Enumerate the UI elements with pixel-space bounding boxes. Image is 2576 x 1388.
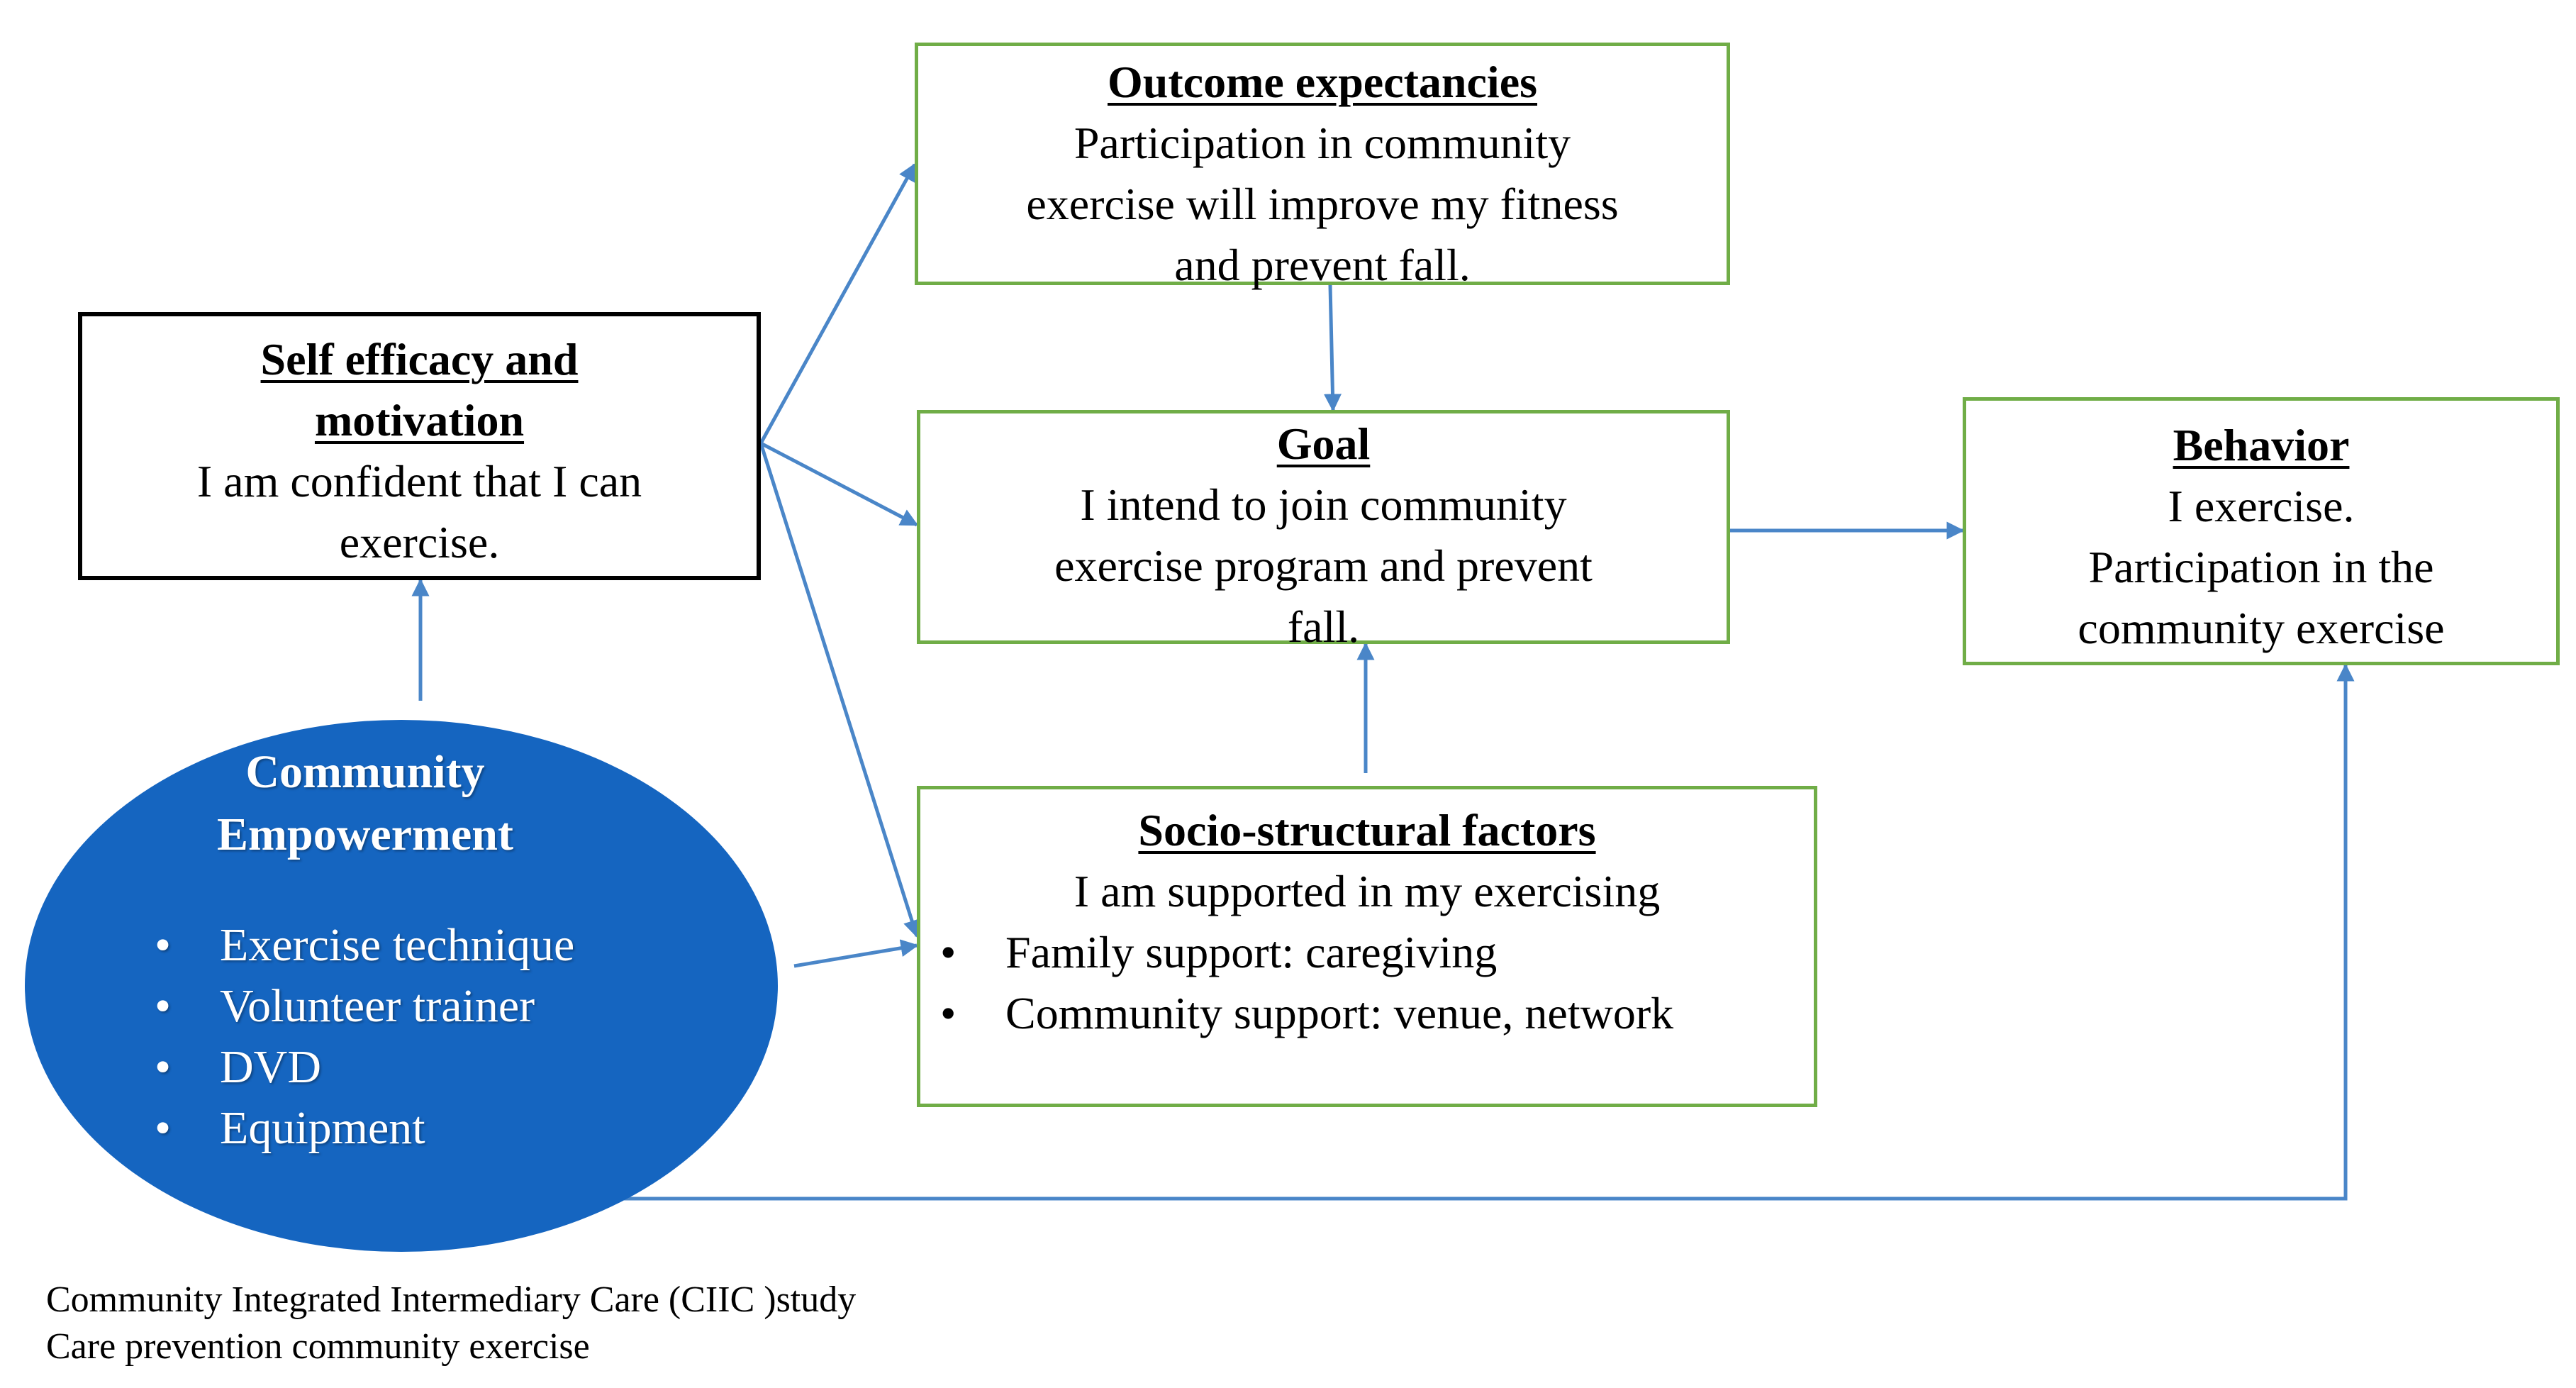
- figure-caption: Community Integrated Intermediary Care (…: [46, 1277, 856, 1370]
- list-item: • Volunteer trainer: [25, 976, 574, 1037]
- bullet-icon: •: [940, 988, 957, 1038]
- arrow-outcome-to-goal: [1323, 284, 1342, 412]
- self-efficacy-box: Self efficacy and motivation I am confid…: [78, 312, 761, 580]
- bullet-icon: •: [155, 1102, 172, 1154]
- socio-structural-heading: Socio-structural factors: [1138, 805, 1596, 855]
- empowerment-item-label: Exercise technique: [220, 919, 575, 971]
- caption-line: Community Integrated Intermediary Care (…: [46, 1279, 857, 1320]
- socio-structural-box: Socio-structural factors I am supported …: [917, 786, 1817, 1107]
- goal-line: fall.: [1287, 601, 1360, 652]
- list-item: • DVD: [25, 1037, 574, 1098]
- goal-line: I intend to join community: [1080, 479, 1567, 530]
- behavior-line: I exercise.: [2168, 481, 2355, 531]
- self-efficacy-line: exercise.: [339, 517, 500, 567]
- socio-structural-list: • Family support: caregiving • Community…: [920, 922, 1814, 1044]
- empowerment-item-label: Equipment: [220, 1102, 425, 1154]
- outcome-expectancies-heading: Outcome expectancies: [1107, 57, 1538, 107]
- goal-box: Goal I intend to join community exercise…: [917, 410, 1730, 652]
- community-empowerment-title-line: Community: [245, 746, 485, 798]
- community-empowerment-title: Community Empowerment: [25, 741, 706, 866]
- outcome-expectancies-line: Participation in community: [1074, 118, 1571, 168]
- community-empowerment-list: • Exercise technique • Volunteer trainer…: [25, 915, 574, 1159]
- caption-line: Care prevention community exercise: [46, 1326, 590, 1367]
- behavior-line: community exercise: [2078, 603, 2445, 653]
- goal-line: exercise program and prevent: [1054, 540, 1593, 591]
- outcome-expectancies-line: exercise will improve my fitness: [1026, 179, 1619, 229]
- list-item: • Equipment: [25, 1098, 574, 1159]
- outcome-expectancies-box: Outcome expectancies Participation in co…: [915, 43, 1730, 290]
- behavior-heading: Behavior: [2173, 420, 2350, 470]
- community-empowerment-title-line: Empowerment: [217, 809, 513, 860]
- empowerment-item-label: DVD: [220, 1041, 321, 1093]
- bullet-icon: •: [155, 980, 172, 1032]
- behavior-box: Behavior I exercise. Participation in th…: [1963, 397, 2560, 665]
- socio-item-label: Community support: venue, network: [1005, 988, 1674, 1038]
- arrow-empowerment-to-socio: [793, 939, 919, 968]
- socio-structural-intro: I am supported in my exercising: [1074, 866, 1661, 916]
- bullet-icon: •: [940, 927, 957, 977]
- socio-item-label: Family support: caregiving: [1005, 927, 1498, 977]
- arrow-empowerment-to-behavior: [624, 663, 2355, 1201]
- list-item: • Exercise technique: [25, 915, 574, 976]
- arrow-self-efficacy-to-outcome: [759, 162, 917, 445]
- community-empowerment-ellipse: Community Empowerment • Exercise techniq…: [25, 720, 778, 1252]
- self-efficacy-heading: Self efficacy and: [260, 334, 579, 384]
- self-efficacy-line: I am confident that I can: [196, 456, 642, 506]
- outcome-expectancies-line: and prevent fall.: [1174, 240, 1471, 290]
- bullet-icon: •: [155, 1041, 172, 1093]
- self-efficacy-heading: motivation: [314, 395, 525, 445]
- list-item: • Family support: caregiving: [920, 922, 1814, 983]
- goal-heading: Goal: [1276, 418, 1371, 469]
- empowerment-item-label: Volunteer trainer: [220, 980, 535, 1032]
- arrow-self-efficacy-to-goal: [759, 441, 919, 527]
- bullet-icon: •: [155, 919, 172, 971]
- arrow-self-efficacy-to-socio: [759, 443, 921, 938]
- behavior-line: Participation in the: [2088, 542, 2434, 592]
- list-item: • Community support: venue, network: [920, 983, 1814, 1044]
